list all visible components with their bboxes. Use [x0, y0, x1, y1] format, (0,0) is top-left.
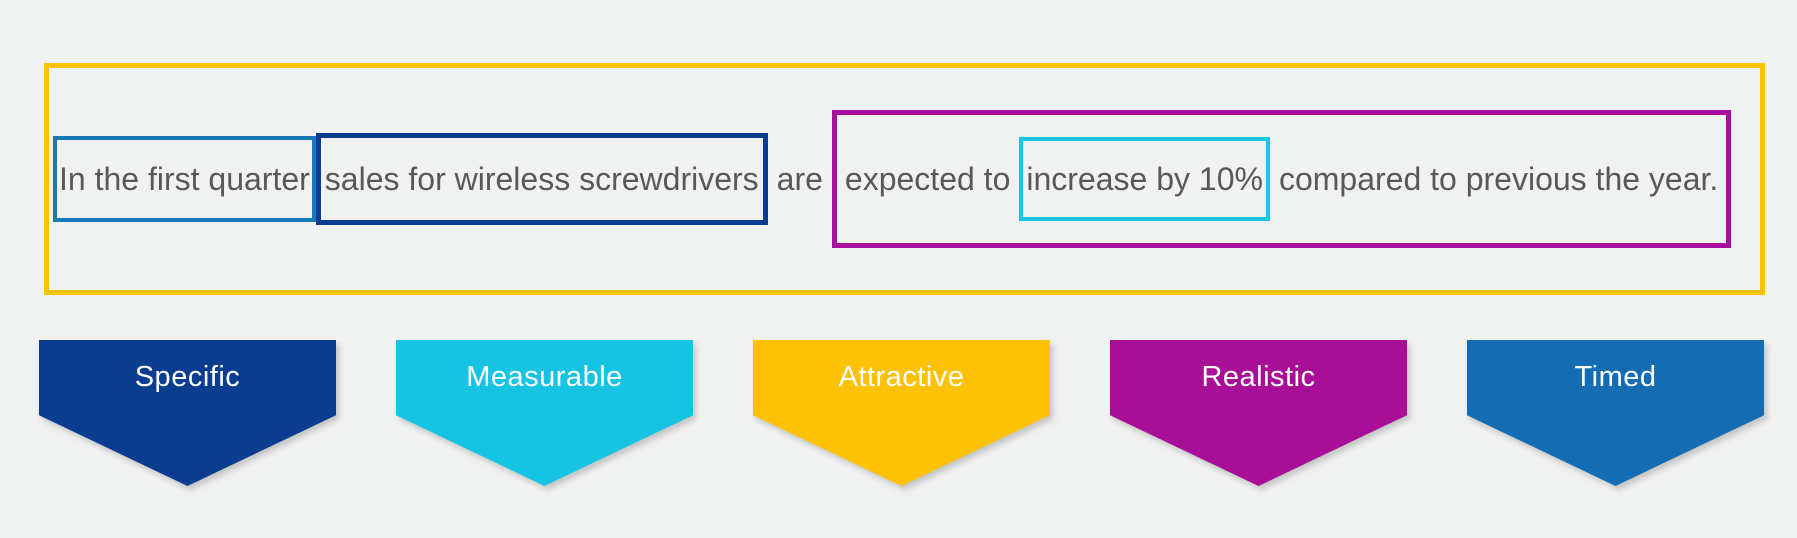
banner-measurable-shape: Measurable	[396, 340, 693, 486]
measurable-segment-text: increase by 10%	[1026, 160, 1263, 197]
timed-segment-text: In the first quarter	[59, 160, 310, 197]
specific-box: sales for wireless screwdrivers	[315, 133, 768, 225]
realistic-pre-segment-text: expected to	[844, 160, 1011, 197]
banner-timed-label: Timed	[1574, 361, 1657, 393]
banner-specific: Specific	[39, 340, 336, 486]
banner-realistic: Realistic	[1110, 340, 1407, 486]
banner-specific-label: Specific	[134, 361, 241, 393]
realistic-box: expected to increase by 10% compared to …	[831, 110, 1732, 248]
banner-timed: Timed	[1467, 340, 1764, 486]
banner-realistic-label: Realistic	[1201, 361, 1316, 393]
timed-box: In the first quarter	[53, 136, 316, 222]
banner-attractive-shape: Attractive	[753, 340, 1050, 486]
banner-realistic-shape: Realistic	[1110, 340, 1407, 486]
measurable-box: increase by 10%	[1019, 137, 1270, 221]
banner-measurable-label: Measurable	[466, 361, 623, 393]
realistic-post-segment-text: compared to previous the year.	[1278, 160, 1719, 197]
banner-attractive: Attractive	[753, 340, 1050, 486]
plain-segment-text: are	[776, 160, 823, 197]
smart-banner-row: Specific Measurable Attractive Realistic…	[39, 340, 1764, 486]
banner-specific-shape: Specific	[39, 340, 336, 486]
banner-measurable: Measurable	[396, 340, 693, 486]
attractive-box: In the first quarter sales for wireless …	[44, 63, 1765, 295]
banner-attractive-label: Attractive	[838, 361, 965, 393]
banner-timed-shape: Timed	[1467, 340, 1764, 486]
specific-segment-text: sales for wireless screwdrivers	[324, 160, 759, 197]
goal-sentence: In the first quarter sales for wireless …	[49, 68, 1760, 290]
